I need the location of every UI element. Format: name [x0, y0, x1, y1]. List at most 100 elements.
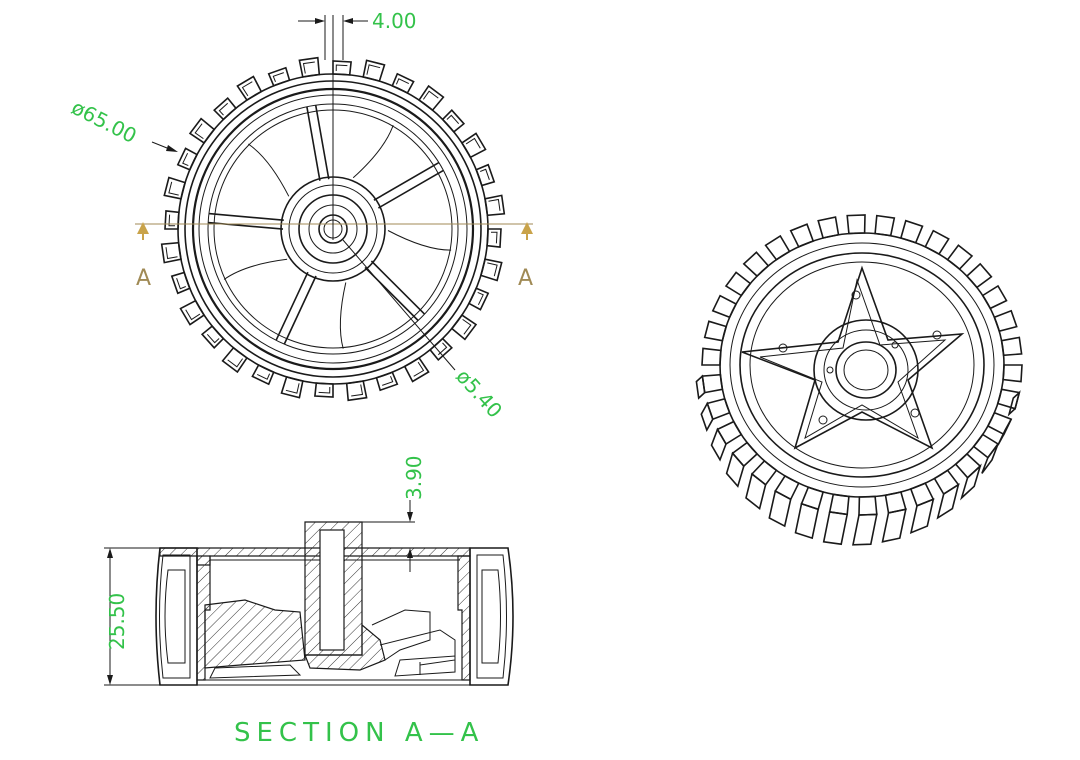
tread-block: [488, 198, 501, 211]
tread-block: [221, 346, 248, 374]
tread-block: [428, 337, 453, 362]
section-marker-left: A: [136, 266, 151, 291]
tread-block: [724, 271, 752, 297]
tread-block: [256, 373, 271, 380]
tread-block: [986, 411, 1013, 436]
tread-block: [695, 374, 706, 400]
tread-block: [874, 214, 896, 237]
tread-block: [725, 451, 745, 488]
tread-block: [352, 125, 394, 179]
tread-block: [701, 373, 724, 394]
section-arrow-left: [137, 222, 149, 234]
tread-block: [437, 342, 448, 356]
tread-block: [465, 137, 481, 149]
tread-block: [185, 309, 201, 321]
tread-block: [846, 214, 866, 235]
tread-block: [377, 169, 444, 209]
tread-block: [924, 229, 950, 256]
tread-block: [487, 262, 498, 277]
tread-block: [936, 482, 960, 520]
tread-block: [188, 117, 216, 144]
tread-block: [165, 247, 178, 260]
section-arrow-right: [521, 222, 533, 234]
tread-block: [745, 472, 767, 510]
tread-block: [742, 251, 770, 278]
tread-block: [450, 314, 478, 341]
tread-block: [272, 72, 284, 82]
tread-block: [446, 114, 460, 125]
tread-block: [168, 181, 179, 196]
dim-3-90: 3.90: [402, 455, 426, 500]
tread-block: [332, 60, 352, 76]
tread-block: [794, 502, 820, 540]
dimension-height: 25.50: [104, 547, 160, 686]
tread-block: [168, 214, 176, 227]
dimension-top-width: 4.00: [298, 9, 417, 60]
section-view: [155, 521, 514, 686]
tread-block: [241, 81, 253, 97]
tread-block: [422, 90, 439, 100]
tread-block: [164, 210, 180, 230]
tread-block: [351, 384, 364, 397]
tread-block: [387, 230, 452, 251]
tread-block: [701, 347, 722, 366]
tread-block: [477, 291, 484, 306]
tread-block: [954, 452, 982, 479]
tread-block: [1000, 336, 1023, 357]
dim-5-40: ø5.40: [451, 364, 507, 422]
tread-block: [981, 284, 1008, 310]
tread-block: [909, 497, 935, 535]
tread-block: [822, 511, 849, 546]
tread-block: [339, 282, 347, 349]
tread-block: [933, 469, 960, 496]
tread-block: [1002, 364, 1023, 383]
dim-4-00: 4.00: [372, 9, 417, 33]
tread-block: [182, 152, 189, 167]
tread-block: [462, 318, 472, 335]
tread-block: [789, 223, 815, 248]
tread-block: [858, 495, 878, 516]
tread-block: [248, 143, 290, 197]
tread-block: [750, 459, 778, 486]
section-title: SECTION A—A: [234, 718, 484, 748]
tread-block: [395, 78, 410, 85]
tread-block: [413, 361, 425, 377]
tread-block: [981, 443, 999, 474]
tread-block: [227, 358, 244, 368]
tread-block: [764, 234, 791, 261]
tread-block: [711, 294, 738, 319]
tread-block: [373, 161, 440, 201]
tread-block: [1007, 390, 1021, 417]
tread-block: [283, 275, 317, 345]
tread-block: [200, 324, 225, 349]
tread-block: [710, 427, 727, 462]
tread-block: [768, 489, 792, 528]
tread-block: [881, 508, 907, 543]
tread-block: [480, 168, 490, 180]
tread-block: [335, 64, 348, 72]
tread-block: [208, 212, 284, 221]
tread-block: [965, 262, 993, 289]
tread-block: [302, 61, 315, 74]
isometric-view: [695, 214, 1023, 546]
tread-block: [370, 260, 426, 315]
tread-block: [731, 441, 759, 468]
tread-block: [960, 463, 982, 501]
front-spokes: [208, 105, 452, 349]
tread-block: [852, 513, 878, 546]
tread-block: [318, 386, 331, 394]
tread-block: [285, 383, 300, 394]
tread-block: [490, 231, 498, 244]
tread-block: [194, 123, 204, 140]
tread-block: [206, 333, 220, 344]
tread-block: [382, 376, 394, 386]
tread-block: [223, 258, 288, 280]
tread-block: [946, 244, 974, 271]
section-marker-right: A: [518, 266, 533, 291]
tread-block: [828, 493, 850, 516]
tread-block: [441, 109, 466, 134]
tread-block: [716, 420, 743, 446]
tread-block: [403, 356, 430, 383]
dim-25-50: 25.50: [105, 593, 129, 650]
